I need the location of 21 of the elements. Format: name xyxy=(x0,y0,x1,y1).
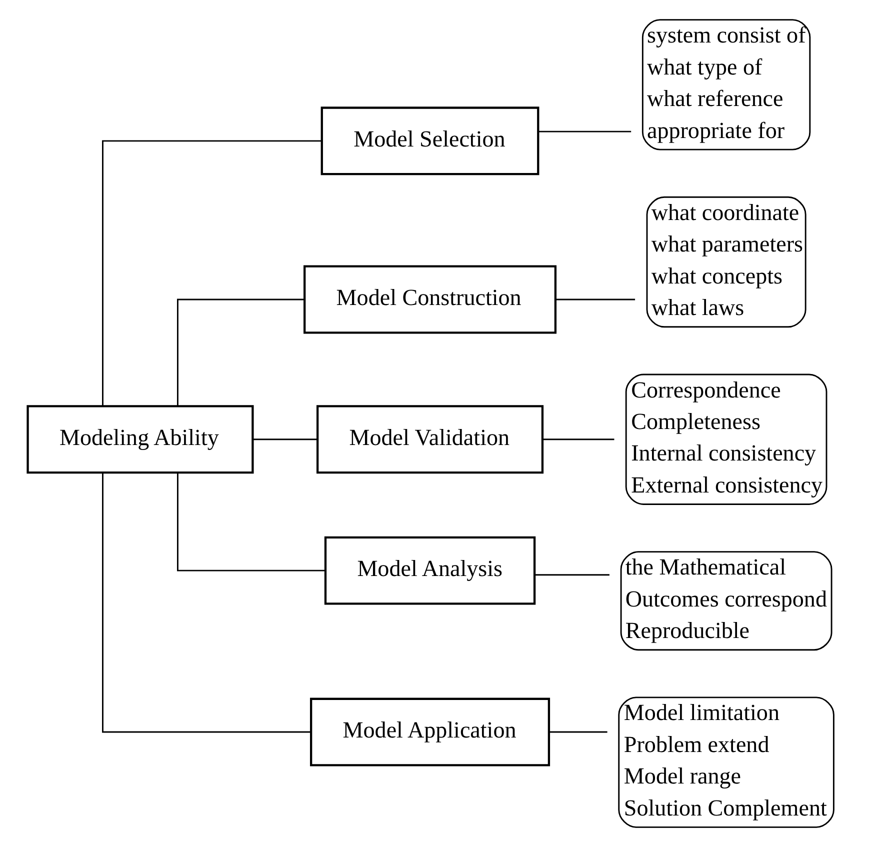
node-box: Model limitation Problem extend Model range Solution Complement xyxy=(618,696,834,828)
node-box: Model Selection xyxy=(320,106,539,176)
connector xyxy=(542,438,614,440)
node-box: Model Analysis xyxy=(324,536,536,605)
node-box: the Mathematical Outcomes correspond Reproducible xyxy=(620,551,832,651)
node-box: Correspondence Completeness Internal consistency External consistency xyxy=(624,374,827,505)
connector xyxy=(534,574,609,576)
node-box: Model Validation xyxy=(316,405,544,474)
node-box: system consist of what type of what reference appropriate for xyxy=(641,19,810,150)
node-box: Modeling Ability xyxy=(26,405,254,474)
connector xyxy=(555,298,635,300)
connector xyxy=(548,731,607,733)
node-box: Model Application xyxy=(309,698,550,766)
node-box: what coordinate what parameters what concepts what laws xyxy=(646,196,806,328)
connector xyxy=(538,130,631,132)
connector xyxy=(176,473,325,572)
connector xyxy=(176,298,304,406)
connector xyxy=(102,140,321,406)
node-box: Model Construction xyxy=(303,265,556,334)
connector xyxy=(252,438,317,440)
connector xyxy=(102,472,310,733)
